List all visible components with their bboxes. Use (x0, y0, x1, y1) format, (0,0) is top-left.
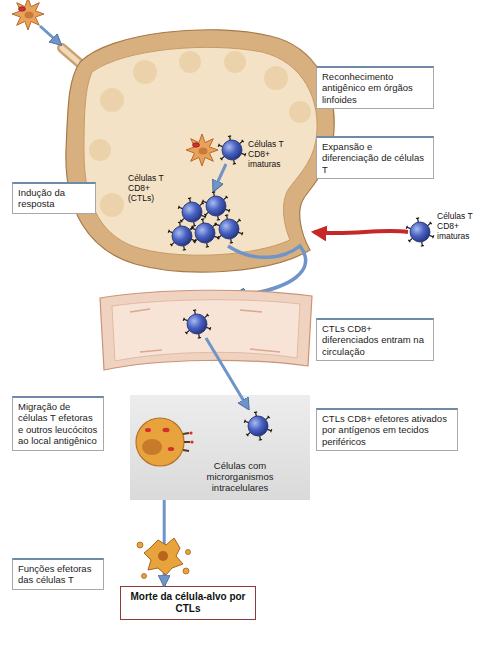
circulating-ctl (183, 310, 211, 338)
cytotoxic-t-cell (178, 198, 206, 226)
cytotoxic-t-cell (215, 215, 243, 243)
node-text: Células com microrganismos intracelulare… (197, 461, 283, 494)
node-text: Migração de células T efetoras e outros … (18, 401, 98, 447)
naive-t-cell (218, 136, 246, 164)
node-text: Reconhecimento antigênico em órgãos linf… (322, 71, 428, 105)
cell-label: Células T CD8+ (CTLs) (128, 174, 174, 203)
dying-cell (144, 538, 183, 575)
lymphoid-follicle (133, 60, 157, 84)
apoptotic-body (137, 542, 143, 548)
antigen-peptide (190, 440, 193, 443)
stage-label-box: Reconhecimento antigênico em órgãos linf… (316, 66, 434, 109)
antigen-peptide (189, 431, 192, 434)
cytotoxic-t-cell (168, 222, 196, 250)
microbe (163, 428, 170, 432)
node-text: CTLs CD8+ diferenciados entram na circul… (322, 323, 428, 357)
lymphoid-follicle (100, 193, 124, 217)
node-text: Morte da célula-alvo por CTLs (127, 591, 249, 615)
lymphoid-follicle (100, 88, 124, 112)
cell-nucleus (142, 439, 162, 455)
microbe (168, 447, 174, 451)
apoptotic-body (183, 568, 189, 574)
node-text: CTLs CD8+ efetores ativados por antígeno… (322, 413, 452, 447)
cell-label: Células T CD8+ imaturas (248, 140, 294, 169)
dendritic-cell (12, 0, 44, 30)
stage-label-box: Funções efetoras das células T (12, 558, 104, 590)
blood-vessel (314, 231, 408, 233)
fragmented-nucleus (158, 551, 168, 561)
stage-label-box: CTLs CD8+ efetores ativados por antígeno… (316, 408, 458, 451)
stage-label-box: Expansão e diferenciação de células T (316, 136, 434, 179)
blood-vessel-wall (100, 290, 312, 370)
node-text: Funções efetoras das células T (18, 563, 98, 586)
migration-arrow (206, 338, 248, 408)
lymphoid-follicle (289, 101, 311, 123)
apoptotic-body (186, 550, 191, 555)
dendritic-cell (186, 134, 218, 166)
mhc-molecule (183, 433, 190, 451)
lymphoid-follicle (89, 139, 111, 161)
infected-cell (136, 418, 184, 466)
blood-vessel-lumen (112, 300, 300, 361)
node-text: Indução da resposta (18, 187, 90, 210)
stage-label-box: CTLs CD8+ diferenciados entram na circul… (316, 318, 434, 361)
efferent-arrow (228, 246, 306, 296)
migration-arrow (40, 26, 60, 44)
effector-ctl (244, 412, 272, 440)
lymphoid-follicle (224, 51, 246, 73)
cytotoxic-t-cell (191, 219, 219, 247)
lymph-node-capsule (66, 30, 334, 272)
apoptotic-body (142, 574, 147, 579)
node-text: Expansão e diferenciação de células T (322, 141, 428, 175)
naive-t-cell (406, 218, 434, 246)
cell-label: Células T CD8+ imaturas (437, 212, 479, 241)
stage-label-box: Indução da resposta (12, 182, 96, 214)
microbe (145, 428, 151, 432)
endothelial-cell (130, 309, 280, 352)
lymph-node-cut-surface (84, 47, 317, 255)
differentiation-arrow (214, 164, 226, 190)
lymphoid-follicle (264, 66, 288, 90)
lymphoid-follicle (179, 51, 201, 73)
stage-label-box: Migração de células T efetoras e outros … (12, 396, 104, 451)
outcome-box: Morte da célula-alvo por CTLs (120, 586, 256, 620)
